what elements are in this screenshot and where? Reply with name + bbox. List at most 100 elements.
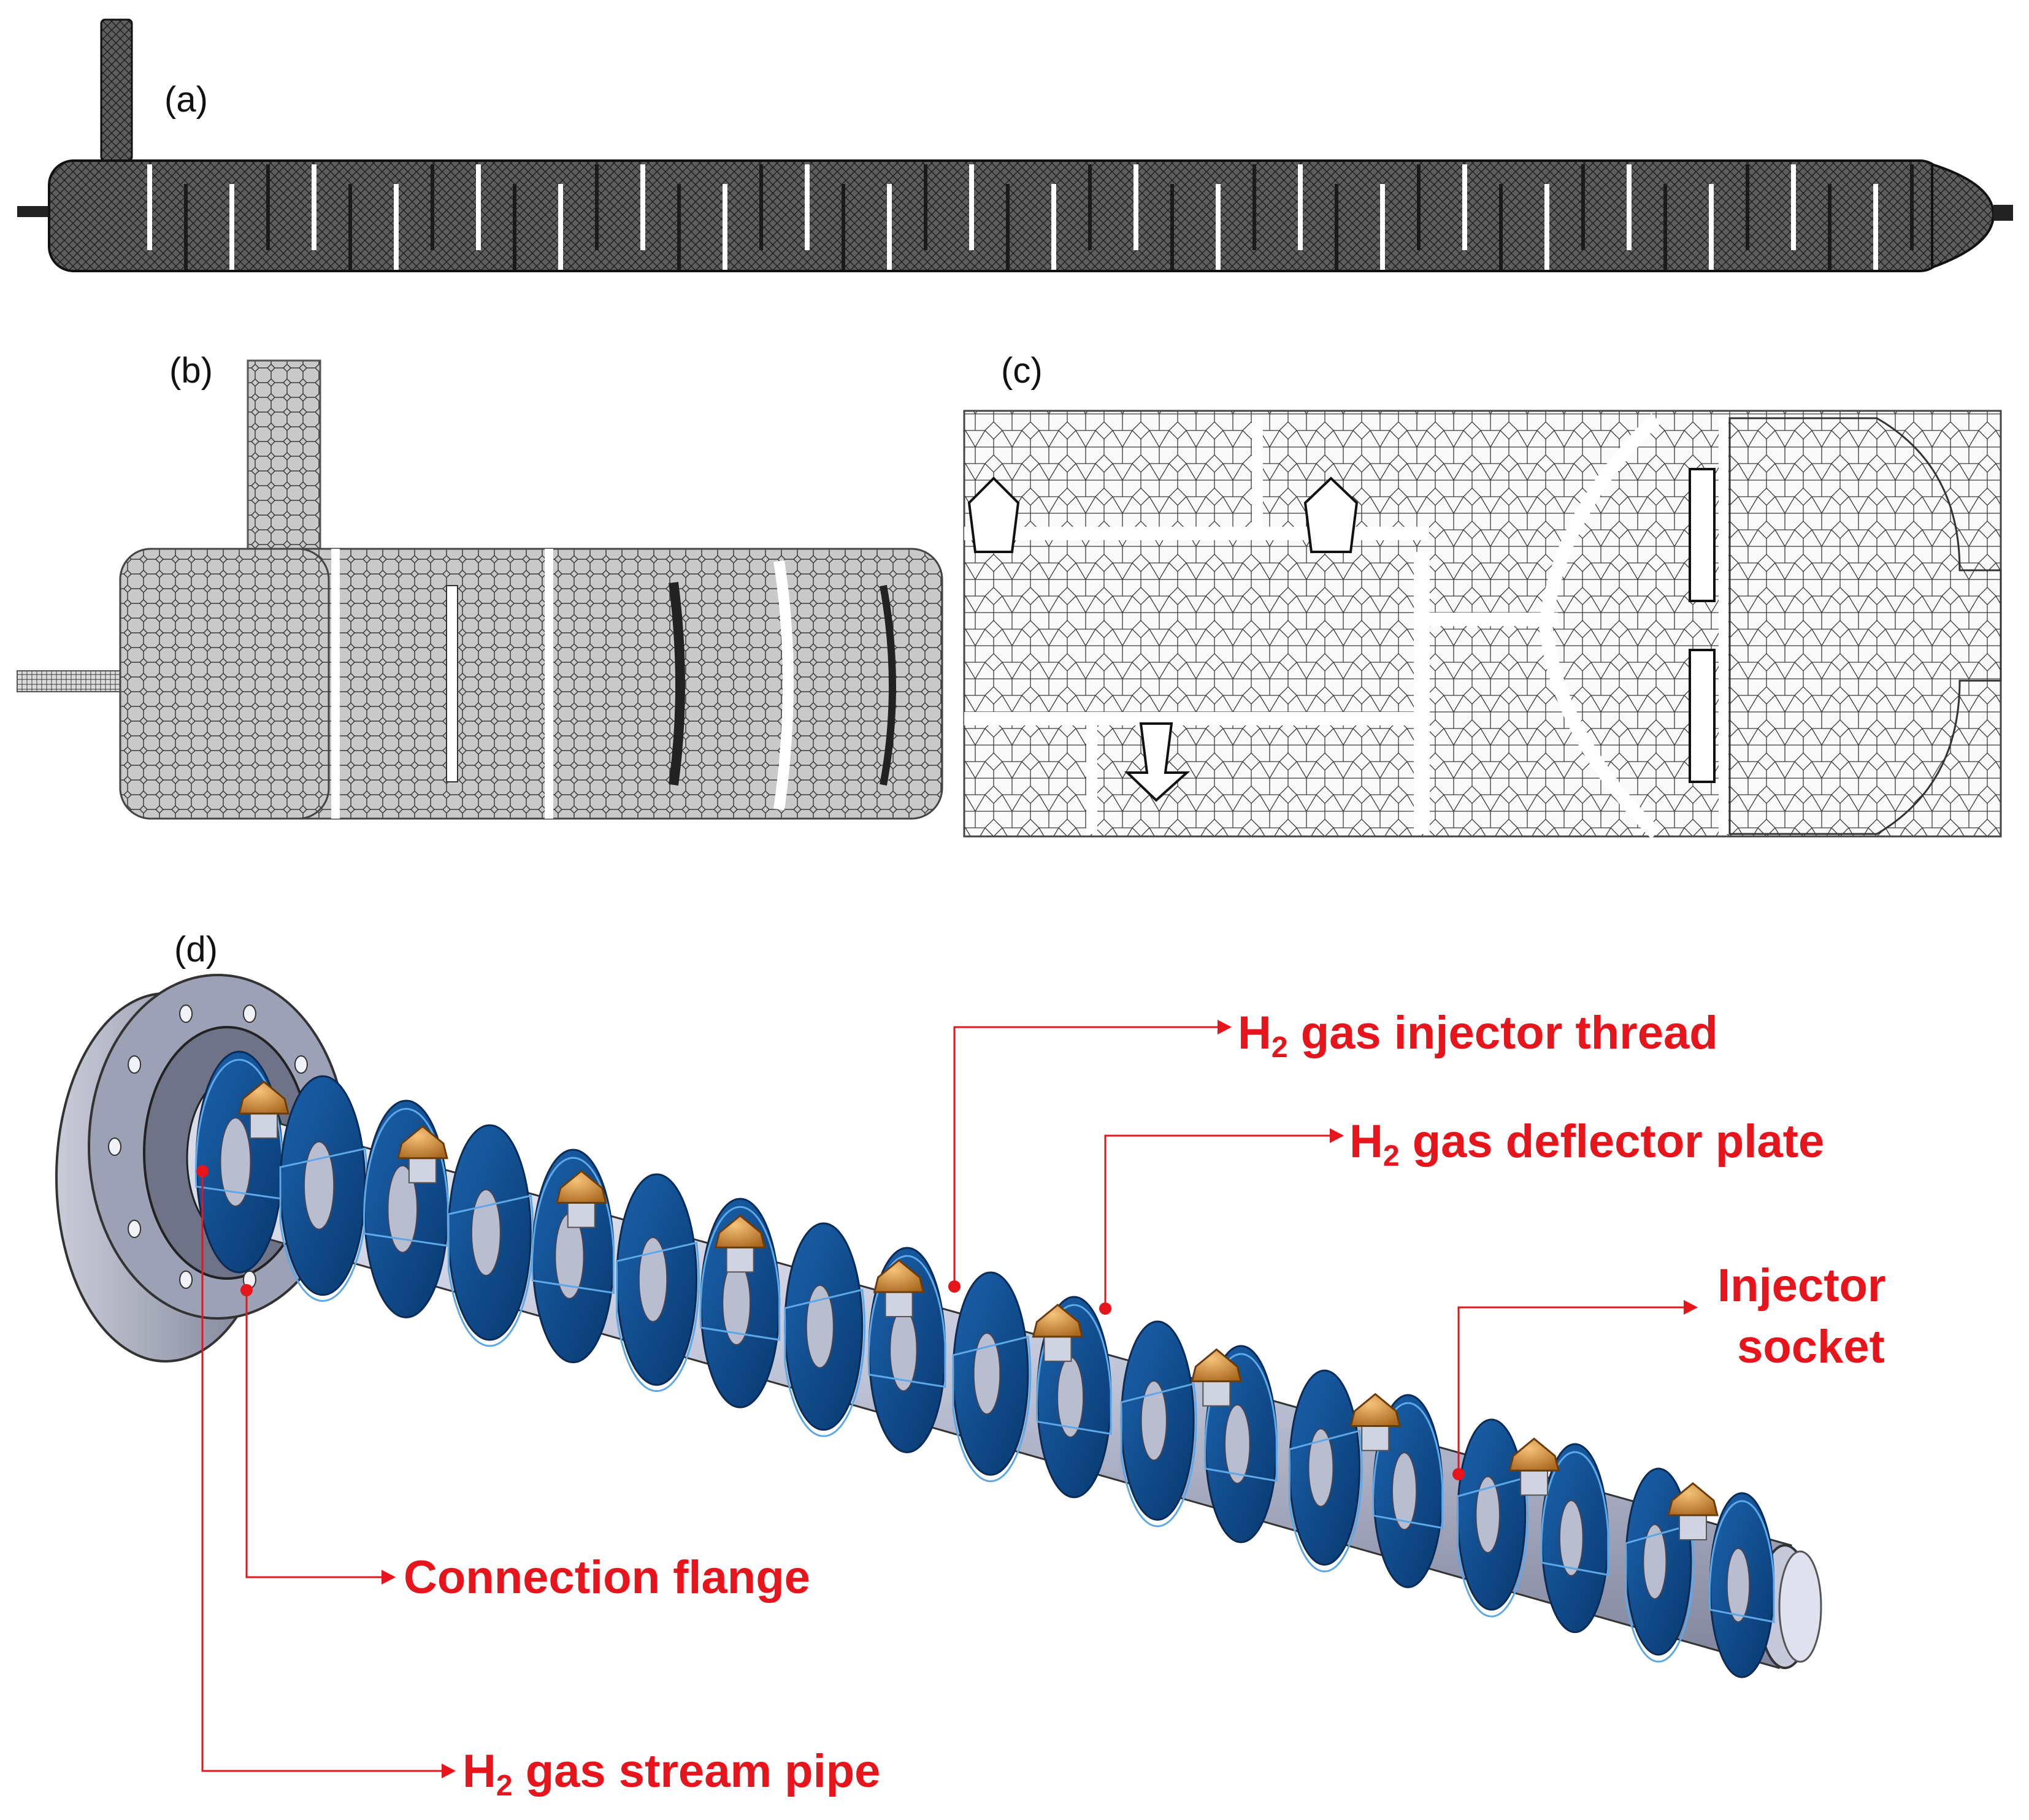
inlet-pipe-mesh: [100, 18, 133, 162]
plate-bore: [470, 1189, 501, 1276]
bolt-hole: [128, 1055, 142, 1074]
connection-flange-label: Connection flange: [404, 1551, 810, 1604]
plate-edge: [616, 1241, 700, 1393]
plate-bore: [387, 1165, 418, 1253]
plate-bore: [220, 1117, 251, 1207]
baffle-slot: [147, 164, 152, 250]
injector-cap: [238, 1080, 290, 1139]
plate-bore: [973, 1332, 1001, 1415]
baffle-slot: [1051, 184, 1056, 270]
baffle-slot: [723, 184, 727, 270]
panel-b-label: (b): [169, 351, 213, 391]
callout-injector-thread: H2 gas injector thread: [948, 1007, 1718, 1293]
baffle-slot: [1380, 184, 1385, 270]
panel-a: (a): [17, 18, 2013, 272]
baffle-gap: [1499, 184, 1503, 270]
plate-edge: [784, 1288, 866, 1437]
baffle-slot: [969, 164, 974, 250]
plate-edge: [1288, 1429, 1363, 1573]
baffle-slot: [1873, 184, 1878, 270]
plate-edge: [867, 1255, 946, 1388]
baffle-slot: [1791, 164, 1796, 250]
baffle-gap: [348, 184, 352, 270]
baffle-slot: [1709, 184, 1714, 270]
plate-bore: [1308, 1428, 1334, 1507]
panel-c-label: (c): [1001, 351, 1043, 391]
deflector-plate: [867, 1247, 946, 1453]
deflector-plate: [1540, 1443, 1609, 1634]
baffle-gap: [595, 164, 599, 250]
injector-socket-label-1: Injector: [1717, 1260, 1886, 1312]
injector-thread: [873, 1259, 925, 1293]
baffle-gap: [1170, 184, 1174, 270]
injector-cap: [714, 1214, 766, 1273]
baffle-slot: [1133, 164, 1138, 250]
injector-thread: [1032, 1303, 1084, 1338]
plate-bore: [1475, 1476, 1500, 1553]
baffle-gap: [184, 184, 188, 270]
stream-pipe-label: H2 gas stream pipe: [462, 1745, 880, 1802]
injector-socket: [884, 1288, 913, 1318]
plate-edge: [1204, 1353, 1278, 1482]
outlet-dome-mesh: [1728, 417, 2002, 835]
plate-edge: [1372, 1402, 1444, 1529]
deflector-plate: [784, 1222, 866, 1437]
injector-cap: [1032, 1303, 1084, 1362]
baffle-slot: [394, 184, 399, 270]
injector-socket: [1202, 1377, 1231, 1407]
deflector-plate: [447, 1124, 534, 1347]
baffle-gap: [1910, 164, 1914, 250]
baffle-slot: [476, 164, 481, 250]
deflector-plate: [194, 1050, 283, 1274]
baffle-slot: [1298, 164, 1303, 250]
baffle-gap: [1581, 164, 1585, 250]
baffle-gap: [1088, 164, 1092, 250]
baffle-slot: [887, 184, 892, 270]
deflector-plate: [1288, 1369, 1363, 1573]
baffle-slot: [1462, 164, 1467, 250]
deflector-plate-label: H2 gas deflector plate: [1349, 1115, 1824, 1172]
bolt-hole: [108, 1138, 121, 1156]
baffle-slot: [805, 164, 810, 250]
injector-cutouts: [967, 468, 1716, 802]
panel-c: (c): [963, 351, 2002, 839]
plate-bore: [805, 1285, 834, 1369]
deflector-plate: [1708, 1492, 1775, 1678]
callout-stream-pipe: H2 gas stream pipe: [196, 1165, 880, 1802]
callout-deflector-plate: H2 gas deflector plate: [1099, 1115, 1824, 1315]
injector-cap: [1349, 1393, 1402, 1451]
deflector-plate: [699, 1198, 781, 1409]
deflector-plate: [1372, 1394, 1444, 1588]
injector-cap: [1667, 1482, 1719, 1540]
baffle-gap: [431, 164, 434, 250]
baffle-slot: [1216, 184, 1221, 270]
injector-thread: [1349, 1393, 1402, 1427]
inlet-pipe-zoom: [247, 359, 321, 552]
panel-a-label: (a): [164, 80, 208, 120]
injector-cap: [1508, 1437, 1560, 1496]
panel-b: (b): [17, 351, 943, 820]
baffle-gap: [1746, 164, 1749, 250]
baffle-slot: [312, 164, 316, 250]
baffle-gap: [266, 164, 270, 250]
plate-edge: [531, 1157, 615, 1294]
plate-edge: [1457, 1477, 1529, 1618]
injector-thread: [555, 1169, 607, 1204]
panel-d: (d) H2 gas injector thread: [55, 930, 1886, 1802]
end-dome-mesh: [1931, 162, 1995, 269]
injector-thread: [396, 1125, 448, 1160]
bolt-hole: [128, 1220, 142, 1239]
plate-bore: [1140, 1380, 1167, 1461]
injector-thread: [1508, 1437, 1560, 1472]
plate-edge: [952, 1336, 1032, 1483]
injector-cap: [873, 1259, 925, 1318]
injectors: [238, 1080, 1719, 1540]
baffle-gaps-zoom: [331, 549, 896, 819]
injector-socket-label-2: socket: [1737, 1321, 1885, 1373]
plate-bore: [638, 1237, 668, 1323]
baffle-gap: [1006, 184, 1010, 270]
injector-socket: [1520, 1466, 1549, 1496]
baffle-gap: [1252, 164, 1256, 250]
plate-edge: [1035, 1304, 1112, 1436]
